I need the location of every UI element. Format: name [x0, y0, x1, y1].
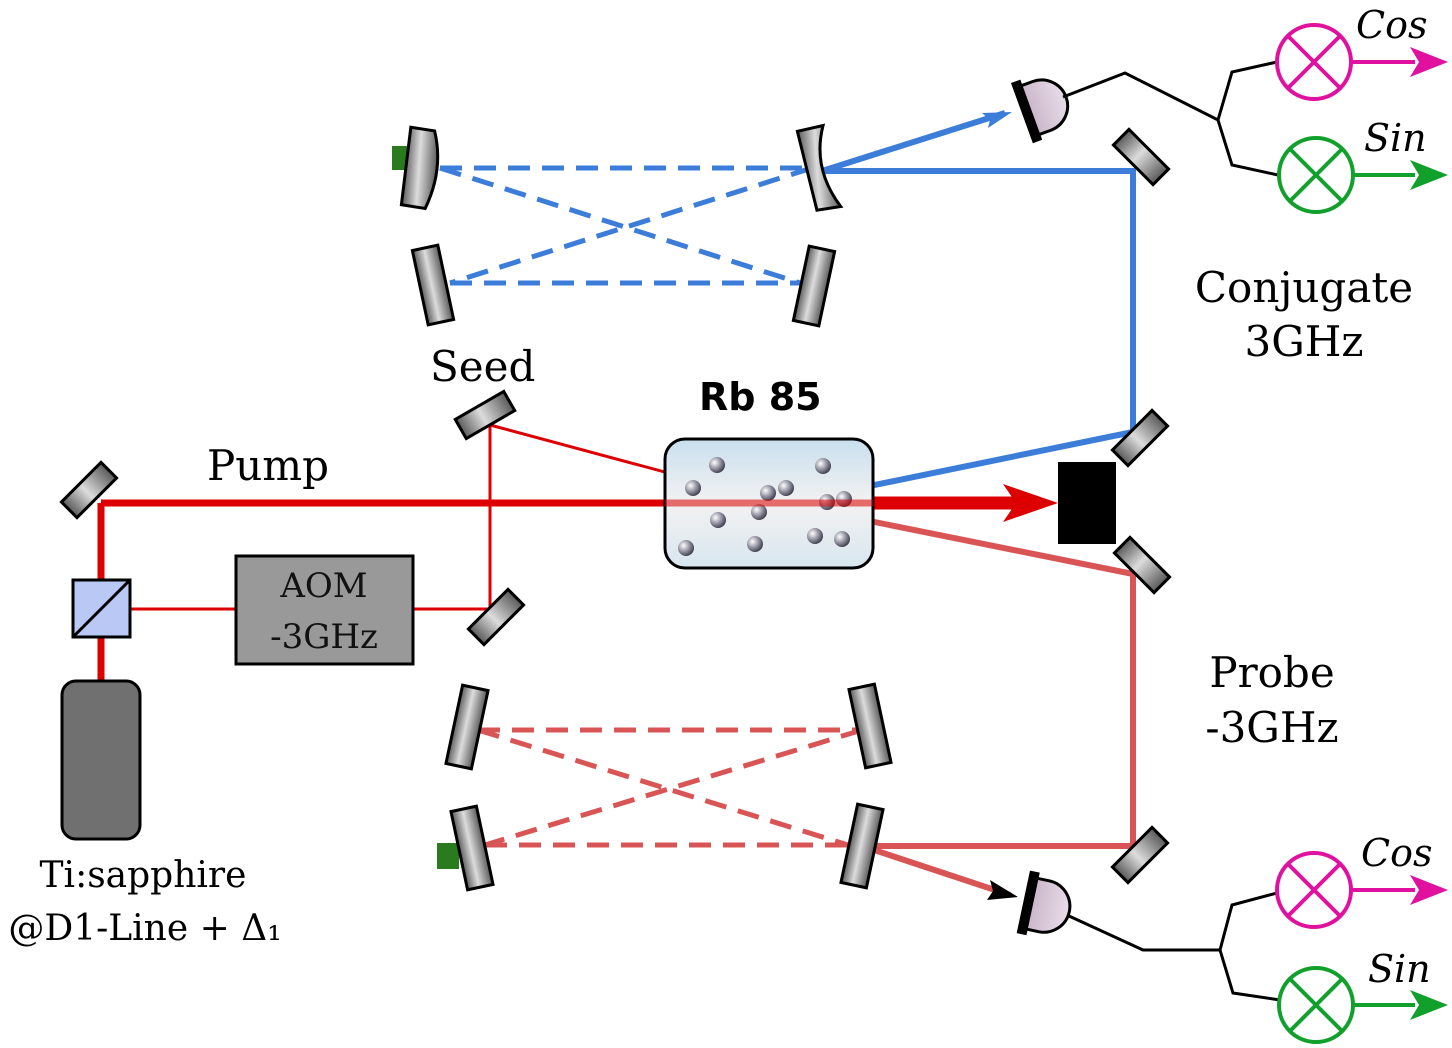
cos-top-arrowhead: [1410, 47, 1448, 77]
beams: [97, 110, 1136, 900]
ti-sapphire-laser: [60, 679, 142, 841]
probe-detector: [1016, 870, 1072, 936]
probe-label: Probe: [1209, 648, 1334, 697]
probe-upper-mirror: [1112, 535, 1172, 595]
conjugate-frequency-label: 3GHz: [1244, 317, 1363, 366]
aom-label: AOM: [279, 566, 367, 606]
laser-wavelength-label: @D1-Line + Δ₁: [8, 908, 281, 949]
pump-arrowhead: [1003, 484, 1058, 522]
rb85-label: Rb 85: [699, 375, 822, 419]
piezo-actuator: [437, 843, 459, 869]
pump-label: Pump: [207, 441, 329, 490]
cavity-mirror: [444, 683, 490, 771]
probe-to-detector-beam: [861, 843, 1011, 898]
flat-mirrors: [59, 127, 1172, 885]
conjugate-cavity-beams: [439, 165, 813, 286]
cavity-mirror: [791, 244, 837, 328]
probe-beam: [779, 500, 1136, 849]
probe-arrowhead: [987, 880, 1018, 900]
mixer-cos-top: [1275, 23, 1415, 101]
probe-cavity: [437, 682, 893, 892]
cavity-mirror: [399, 125, 440, 211]
mixer-sin-bottom: [1277, 966, 1415, 1044]
conjugate-beam: [776, 168, 1136, 508]
conjugate-label: Conjugate: [1195, 263, 1413, 312]
sin-top-arrowhead: [1410, 160, 1448, 190]
mixer-sin-top: [1277, 136, 1415, 214]
cavity-mirror: [449, 804, 495, 892]
sin-bottom-label: Sin: [1368, 947, 1431, 991]
signal-wires: [1062, 60, 1281, 1002]
cavity-mirror: [839, 802, 885, 890]
pump-steering-mirror: [59, 460, 119, 520]
rb85-vapor-cell: [663, 437, 875, 570]
cos-bottom-label: Cos: [1361, 831, 1432, 875]
aom-steering-mirror: [466, 587, 526, 647]
probe-lower-mirror: [1110, 825, 1170, 885]
beam-dump: [1058, 462, 1116, 544]
aom-box: [234, 554, 415, 666]
cavity-mirror: [795, 123, 844, 212]
seed-label: Seed: [430, 342, 535, 391]
conjugate-cavity: [392, 123, 844, 328]
conjugate-upper-mirror: [1111, 127, 1171, 187]
conjugate-detector: [1010, 78, 1070, 144]
cavity-mirror: [847, 682, 893, 770]
aom-frequency-label: -3GHz: [270, 617, 378, 657]
cos-top-label: Cos: [1356, 3, 1427, 47]
conjugate-lower-mirror: [1110, 408, 1170, 468]
mixer-cos-bottom: [1275, 851, 1415, 929]
sin-bottom-arrowhead: [1410, 990, 1448, 1020]
conjugate-to-detector-beam: [821, 110, 1006, 174]
probe-frequency-label: -3GHz: [1205, 703, 1338, 752]
cos-bottom-arrowhead: [1410, 875, 1448, 905]
conjugate-arrowhead: [982, 112, 1012, 128]
sin-top-label: Sin: [1364, 116, 1427, 160]
polarizing-beam-splitter: [71, 578, 132, 639]
laser-label: Ti:sapphire: [40, 855, 247, 896]
seed-mirror: [453, 389, 517, 441]
probe-cavity-beams: [477, 727, 863, 848]
cavity-mirror: [410, 243, 456, 327]
